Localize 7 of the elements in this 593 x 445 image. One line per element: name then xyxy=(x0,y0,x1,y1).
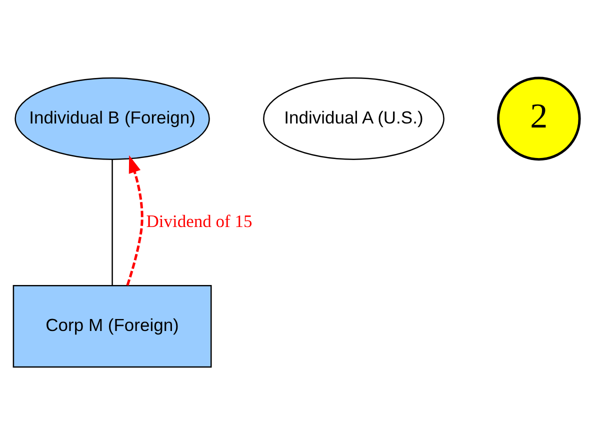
connector xyxy=(112,159,113,286)
node-box: Corp M (Foreign) xyxy=(12,285,212,368)
arrow xyxy=(126,155,144,286)
node-circle: 2 xyxy=(496,76,581,161)
node-ellipse: Individual B (Foreign) xyxy=(14,77,210,160)
node-ellipse: Individual A (U.S.) xyxy=(263,77,444,160)
edge-label: Dividend of 15 xyxy=(146,211,252,232)
